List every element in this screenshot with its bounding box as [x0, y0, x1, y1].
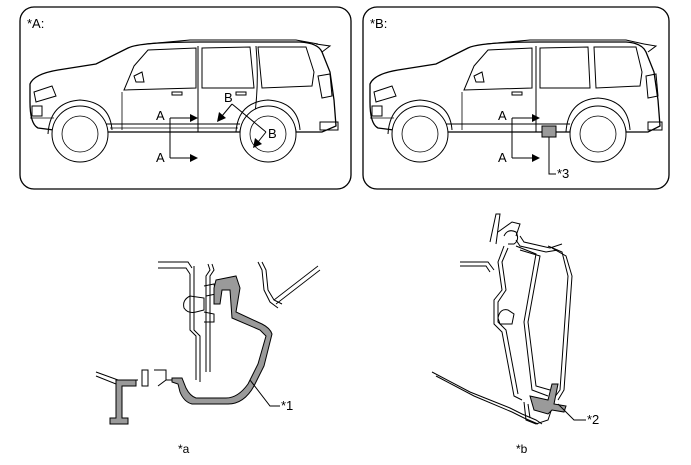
callout-3-label: *3 — [557, 166, 569, 181]
part-2-bracket — [529, 383, 567, 415]
panel-a: *A: — [19, 6, 352, 190]
vehicle-a — [29, 39, 339, 163]
section-b-view: *2 *b — [431, 213, 599, 456]
arrow-a-upper-label: A — [156, 108, 165, 123]
panel-a-frame — [19, 6, 352, 190]
section-a-view: *1 *a — [95, 261, 321, 456]
section-arrows-a: A A B B — [156, 90, 277, 165]
section-b-caption: *b — [516, 442, 528, 456]
callout-1-label: *1 — [281, 398, 293, 413]
arrow-b-upper-label: B — [224, 90, 233, 105]
part-1-liner — [171, 275, 273, 405]
arrow-a-lower-label: A — [156, 150, 165, 165]
section-a-caption: *a — [178, 442, 190, 456]
part-3-highlight — [541, 125, 557, 138]
arrow-b-lower-label: B — [268, 126, 277, 141]
panel-b-label: *B: — [370, 16, 387, 31]
section-arrows-b: A A *3 — [498, 108, 569, 181]
vehicle-b — [369, 39, 663, 163]
panel-b: *B: — [362, 6, 670, 190]
arrow-a-lower-label-b: A — [498, 150, 507, 165]
callout-2-label: *2 — [587, 412, 599, 427]
panel-b-frame — [362, 6, 670, 190]
arrow-a-upper-label-b: A — [498, 108, 507, 123]
panel-a-label: *A: — [27, 16, 44, 31]
